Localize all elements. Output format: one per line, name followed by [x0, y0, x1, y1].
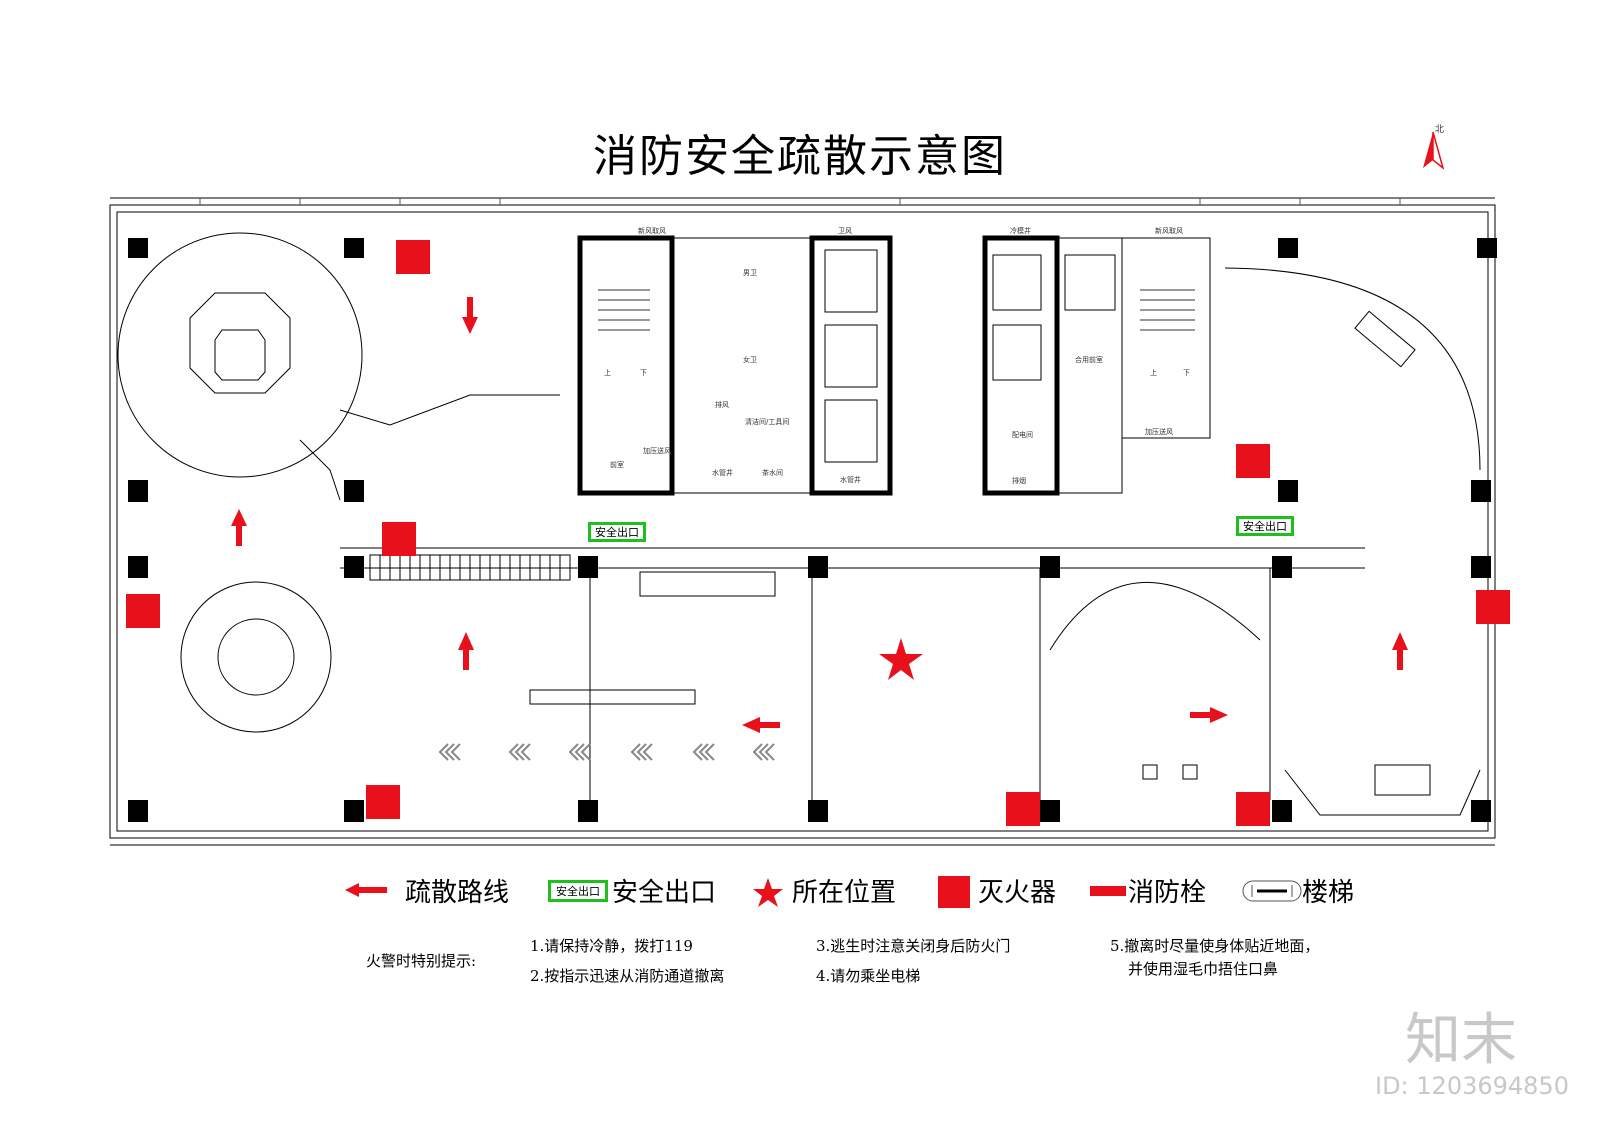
fire-extinguisher-icon — [126, 594, 160, 628]
evacuation-arrow-icon — [231, 509, 247, 546]
legend-evac-route: 疏散路线 — [405, 878, 510, 908]
star-icon — [752, 877, 784, 909]
legend-hydrant: 消防栓 — [1128, 878, 1207, 908]
tip-5b: 并使用湿毛巾捂住口鼻 — [1128, 960, 1279, 978]
exit-sign: 安全出口 — [1236, 516, 1294, 536]
tip-2: 2.按指示迅速从消防通道撤离 — [530, 967, 725, 985]
fire-extinguisher-icon — [1236, 444, 1270, 478]
hydrant-icon — [1090, 886, 1126, 896]
north-arrow-icon — [1415, 128, 1455, 172]
evacuation-arrow-icon — [1392, 632, 1408, 670]
room-label: 合用前室 — [1075, 356, 1103, 364]
watermark-id: ID: 1203694850 — [1375, 1072, 1569, 1100]
legend-extinguisher: 灭火器 — [978, 878, 1057, 908]
room-label: 下 — [640, 369, 647, 377]
room-label: 上 — [604, 369, 611, 377]
evacuation-arrow-icon — [462, 297, 478, 334]
stairs-icon — [1242, 880, 1302, 902]
room-label: 男卫 — [743, 269, 757, 277]
fire-extinguisher-icon — [396, 240, 430, 274]
fire-extinguisher-icon — [1006, 792, 1040, 826]
room-label: 清洁间/工具间 — [745, 418, 790, 426]
evacuation-arrow-icon — [345, 882, 387, 897]
room-label: 冷模井 — [1010, 227, 1031, 235]
compass-label: 北 — [1435, 125, 1445, 135]
fire-extinguisher-icon — [1236, 792, 1270, 826]
evacuation-arrow-icon — [458, 632, 474, 670]
legend-exit: 安全出口 — [612, 878, 717, 908]
room-label: 水管井 — [840, 476, 861, 484]
fire-extinguisher-icon — [382, 522, 416, 556]
room-label: 新风取风 — [638, 227, 666, 235]
legend-stairs: 楼梯 — [1302, 878, 1355, 908]
star-icon — [879, 638, 923, 680]
fire-extinguisher-icon — [1476, 590, 1510, 624]
watermark-logo: 知末 — [1405, 1008, 1517, 1073]
tip-5a: 5.撤离时尽量使身体贴近地面， — [1110, 937, 1320, 955]
page-title: 消防安全疏散示意图 — [593, 131, 1007, 182]
exit-sign: 安全出口 — [588, 522, 646, 542]
room-label: 新风取风 — [1155, 227, 1183, 235]
room-label: 加压送风 — [1145, 428, 1173, 436]
legend-exit-icon: 安全出口 — [548, 880, 608, 902]
room-label: 下 — [1183, 369, 1190, 377]
room-label: 水管井 — [712, 469, 733, 477]
room-label: 女卫 — [743, 356, 757, 364]
room-label: 茶水间 — [762, 469, 783, 477]
room-label: 前室 — [610, 461, 624, 469]
evacuation-arrow-icon — [1190, 707, 1228, 723]
tips-heading: 火警时特别提示: — [366, 952, 477, 970]
room-label: 排风 — [715, 401, 729, 409]
room-label: 排烟 — [1012, 477, 1026, 485]
room-label: 上 — [1150, 369, 1157, 377]
evacuation-arrow-icon — [742, 717, 780, 733]
tip-3: 3.逃生时注意关闭身后防火门 — [816, 937, 1011, 955]
fire-extinguisher-icon — [938, 876, 970, 908]
room-label: 卫风 — [838, 227, 852, 235]
tip-4: 4.请勿乘坐电梯 — [816, 967, 921, 985]
tip-1: 1.请保持冷静，拨打119 — [530, 937, 693, 955]
room-label: 加压送风 — [643, 447, 671, 455]
room-label: 配电间 — [1012, 431, 1033, 439]
fire-extinguisher-icon — [366, 785, 400, 819]
legend-location: 所在位置 — [792, 878, 897, 908]
